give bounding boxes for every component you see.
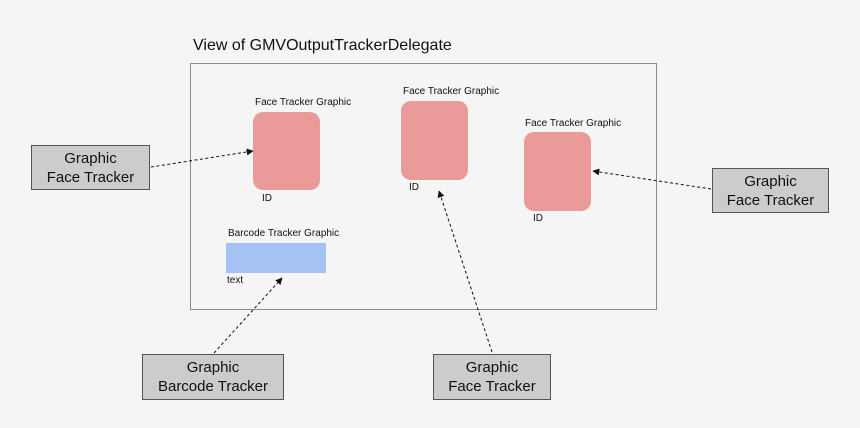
face-graphic-3 [524, 132, 591, 211]
face-graphic-2-label: Face Tracker Graphic [403, 86, 500, 97]
arrow-right-tracker-to-face-3 [592, 168, 712, 190]
diagram-title: View of GMVOutputTrackerDelegate [193, 37, 452, 54]
bottom-face-tracker-box: Graphic Face Tracker [433, 354, 551, 400]
barcode-graphic-text: text [227, 275, 244, 286]
right-face-tracker-box: Graphic Face Tracker [712, 168, 829, 213]
barcode-graphic-label: Barcode Tracker Graphic [228, 228, 340, 239]
face-graphic-1-label: Face Tracker Graphic [255, 97, 352, 108]
barcode-tracker-line2: Barcode Tracker [157, 378, 269, 395]
right-face-tracker-line1: Graphic [744, 172, 797, 190]
bottom-face-tracker-line2: Face Tracker [448, 378, 536, 395]
left-face-tracker-line2: Face Tracker [46, 168, 135, 186]
left-face-tracker-box: Graphic Face Tracker [31, 145, 150, 190]
barcode-tracker-box: Graphic Barcode Tracker [142, 354, 284, 400]
face-graphic-3-id: ID [533, 213, 543, 224]
face-graphic-1 [253, 112, 320, 190]
left-face-tracker-line1: Graphic [64, 149, 117, 167]
bottom-face-tracker-line1: Graphic [465, 359, 519, 376]
face-graphic-1-id: ID [262, 193, 272, 204]
arrow-bottom-tracker-to-face-2 [437, 190, 493, 353]
right-face-tracker-line2: Face Tracker [726, 191, 815, 209]
arrow-left-tracker-to-face-1 [150, 148, 254, 168]
arrow-barcode-tracker-to-barcode [213, 277, 283, 354]
barcode-graphic [226, 243, 326, 273]
face-graphic-2-id: ID [409, 182, 419, 193]
barcode-tracker-line1: Graphic [186, 359, 240, 376]
face-graphic-3-label: Face Tracker Graphic [525, 118, 622, 129]
face-graphic-2 [401, 101, 468, 180]
